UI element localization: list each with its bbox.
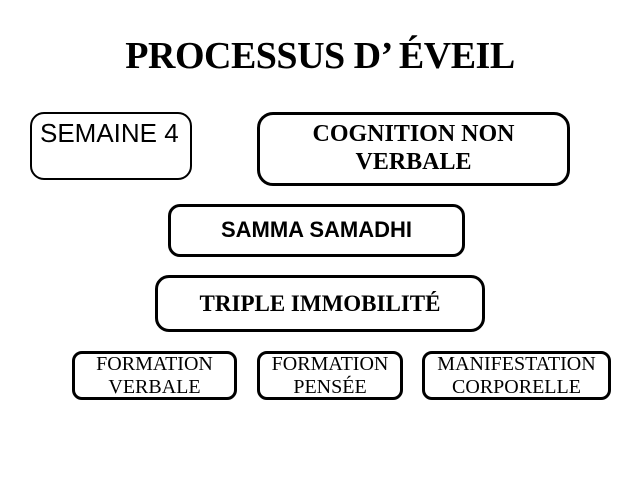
box-cognition-non-verbale: COGNITION NON VERBALE: [257, 112, 570, 186]
box-label: FORMATION VERBALE: [96, 353, 213, 398]
page-title: PROCESSUS D’ ÉVEIL: [125, 35, 515, 77]
box-label: MANIFESTATION CORPORELLE: [437, 353, 596, 398]
box-formation-verbale: FORMATION VERBALE: [72, 351, 237, 400]
box-label: FORMATION PENSÉE: [271, 353, 389, 398]
box-semaine-4: SEMAINE 4: [30, 112, 192, 180]
box-label: SAMMA SAMADHI: [220, 217, 413, 243]
box-label: TRIPLE IMMOBILITÉ: [199, 290, 441, 316]
box-manifestation-corporelle: MANIFESTATION CORPORELLE: [422, 351, 611, 400]
box-samma-samadhi: SAMMA SAMADHI: [168, 204, 465, 257]
box-triple-immobilite: TRIPLE IMMOBILITÉ: [155, 275, 485, 332]
box-label: COGNITION NON VERBALE: [312, 121, 515, 175]
box-formation-pensee: FORMATION PENSÉE: [257, 351, 403, 400]
box-label: SEMAINE 4: [40, 118, 179, 148]
